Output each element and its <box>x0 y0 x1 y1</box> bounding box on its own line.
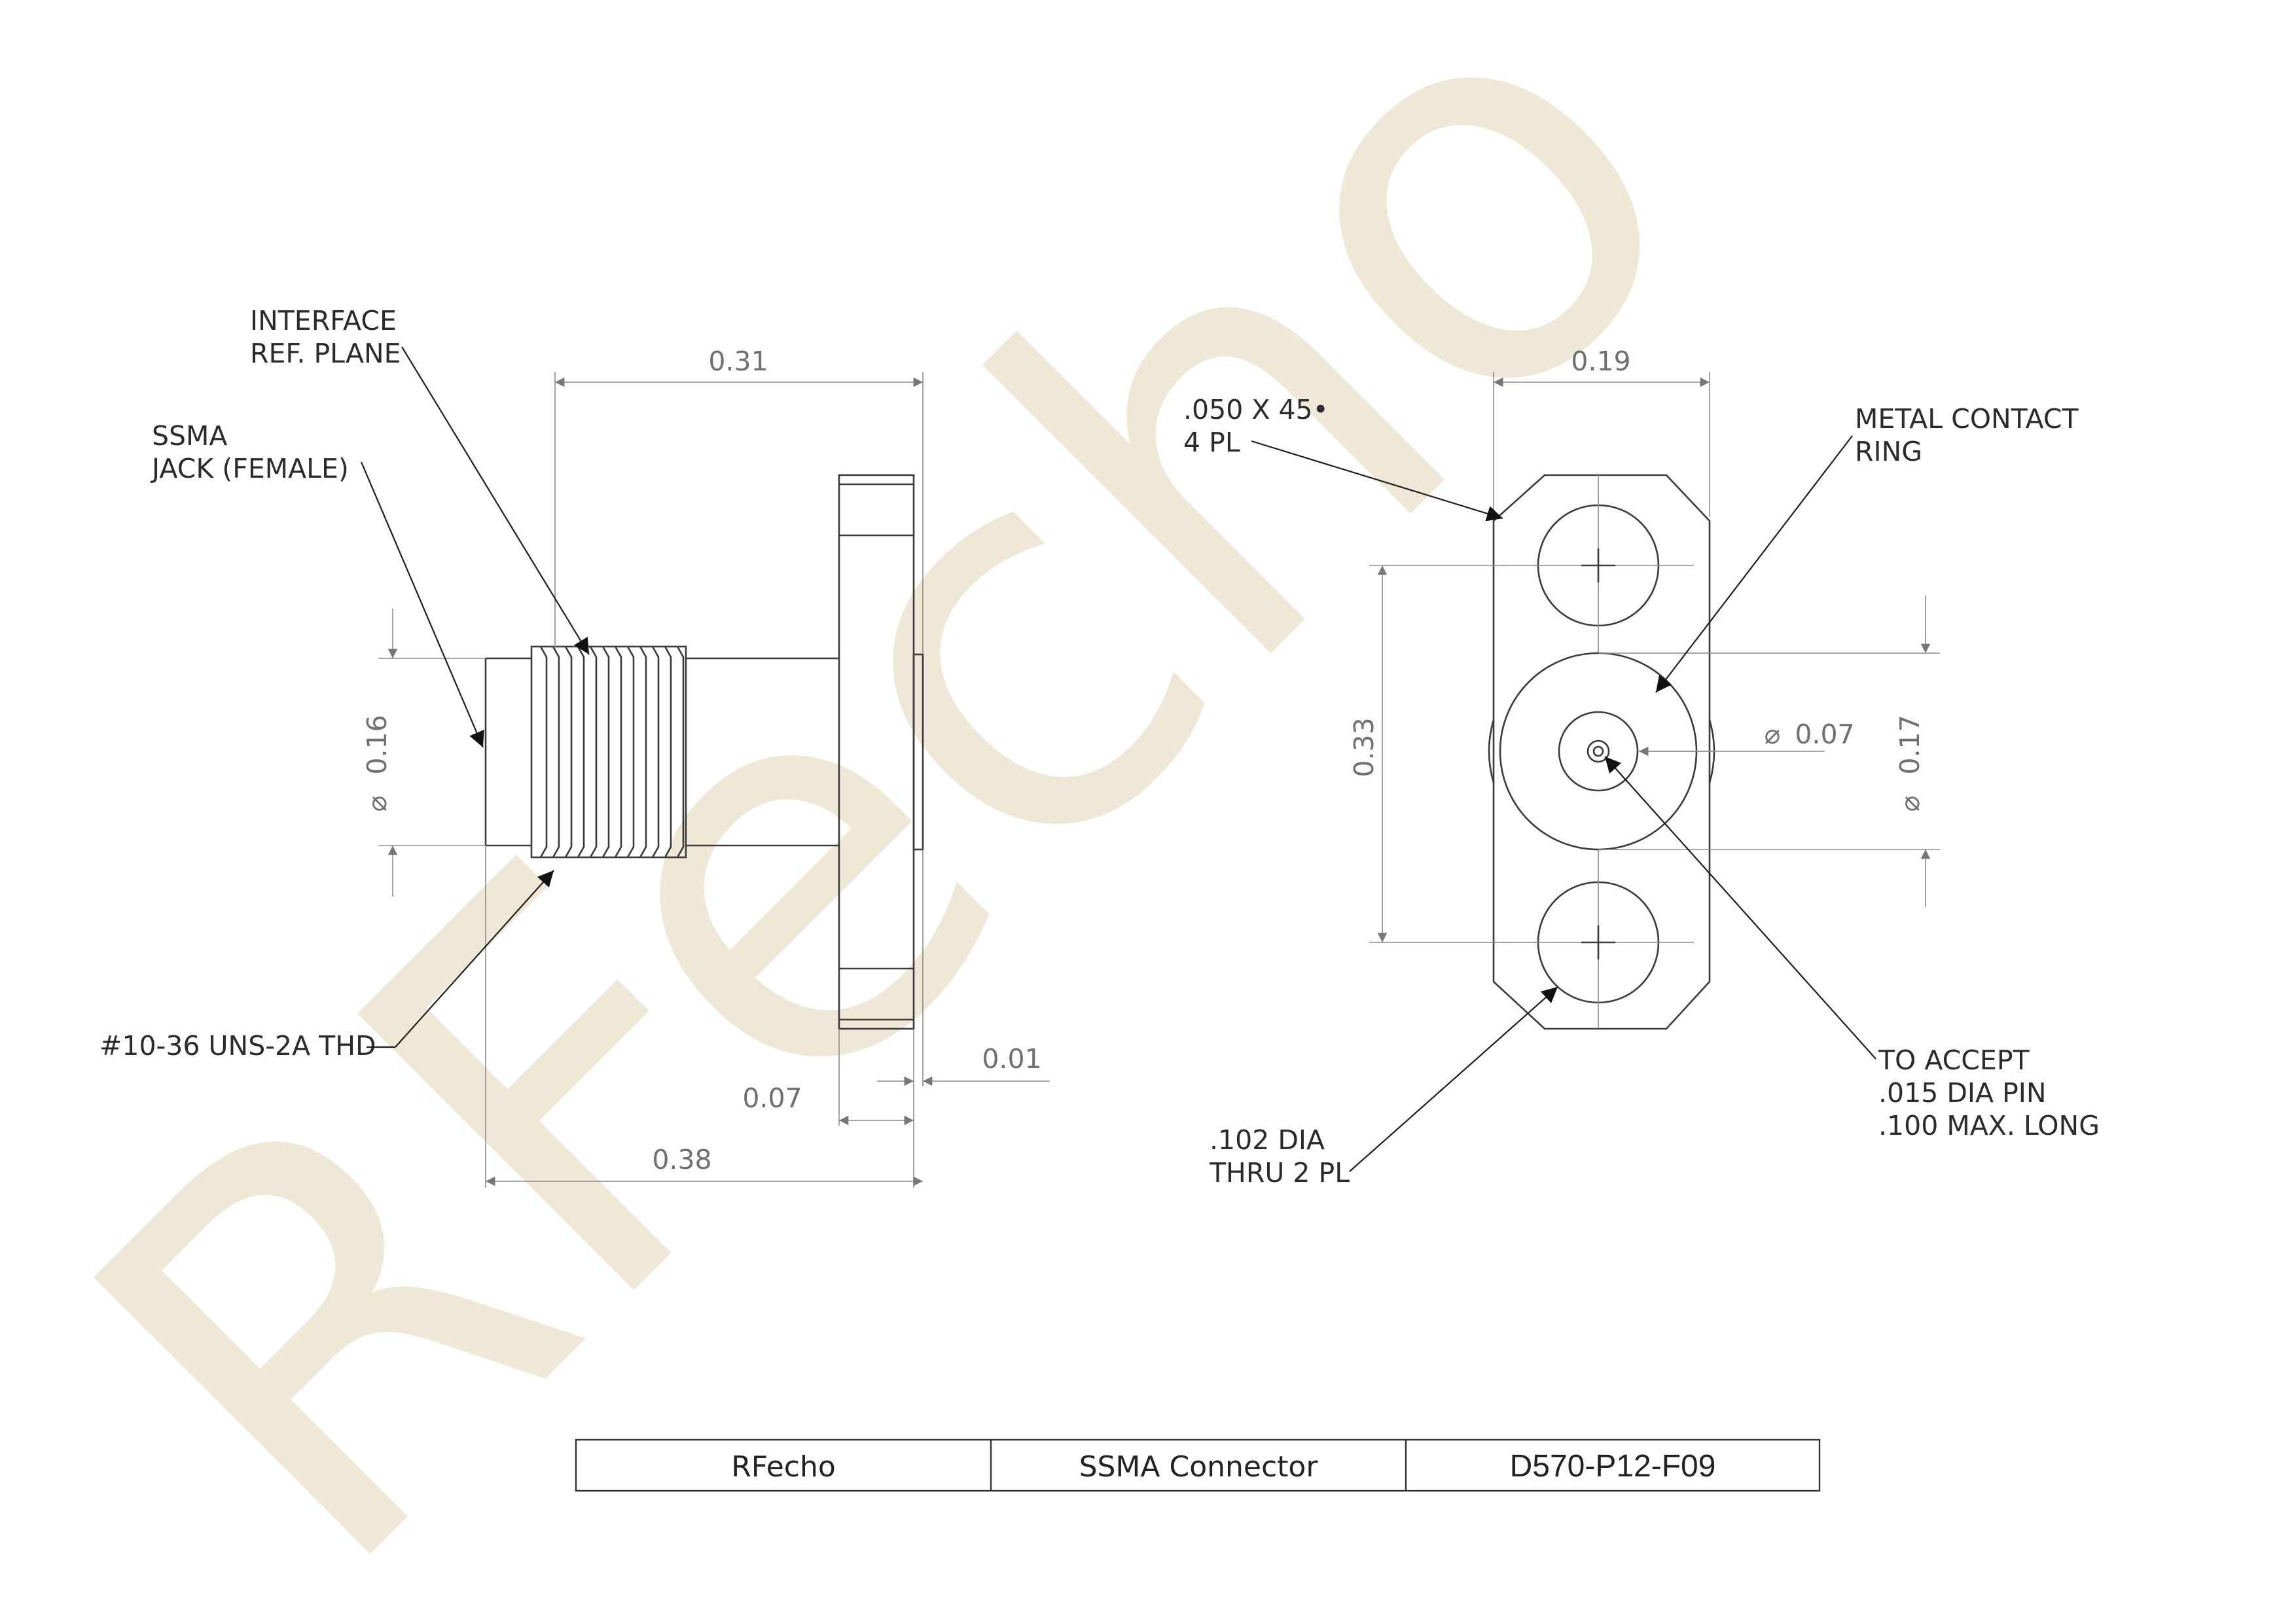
thread-crest <box>564 646 573 858</box>
thread-crest <box>664 646 672 858</box>
label-jack: SSMA JACK (FEMALE) <box>150 420 349 484</box>
title-description: SSMA Connector <box>1079 1450 1319 1484</box>
dim-ring-diameter: 0.17 <box>1894 715 1926 774</box>
label-accept-pin: TO ACCEPT .015 DIA PIN .100 MAX. LONG <box>1878 1044 2100 1141</box>
thread-crest <box>639 646 647 858</box>
thread-crest <box>552 646 560 858</box>
thread-crest <box>676 646 685 858</box>
dim-pin-diameter-symbol: ⌀ <box>1765 719 1781 750</box>
dim-ring-diameter-symbol: ⌀ <box>1894 796 1926 812</box>
thread-crest <box>601 646 610 858</box>
thread-crest <box>626 646 635 858</box>
title-company: RFecho <box>731 1450 836 1484</box>
dim-top-length: 0.31 <box>708 346 768 377</box>
end-view: 0.19 0.33 ⌀ 0.07 ⌀ 0.17 .050 X 45• 4 PL … <box>1183 346 2100 1188</box>
title-block: RFecho SSMA Connector D570-P12-F09 <box>575 1438 1821 1492</box>
label-interface: INTERFACE REF. PLANE <box>250 305 405 369</box>
thread-crest <box>651 646 660 858</box>
flange <box>838 474 924 1030</box>
dim-small-gap: 0.01 <box>982 1043 1041 1075</box>
mounting-hole-bottom <box>1503 849 1694 1029</box>
label-contact-ring: METAL CONTACT RING <box>1855 403 2087 467</box>
label-chamfer: .050 X 45• 4 PL <box>1183 394 1337 458</box>
thread-crest <box>614 646 622 858</box>
dim-flange: 0.07 <box>742 1082 802 1114</box>
dim-diameter-symbol: ⌀ <box>361 796 393 812</box>
label-holes: .102 DIA THRU 2 PL <box>1209 1124 1350 1188</box>
dim-pin-diameter: 0.07 <box>1795 719 1854 750</box>
thread-crest <box>539 646 548 858</box>
dim-hole-spacing: 0.33 <box>1348 717 1380 777</box>
dim-diameter: 0.16 <box>361 715 393 774</box>
dim-width: 0.19 <box>1571 346 1630 377</box>
thread-crest <box>589 646 598 858</box>
label-thread: #10-36 UNS-2A THD <box>99 1030 376 1061</box>
title-part-number: D570-P12-F09 <box>1510 1449 1716 1484</box>
side-view: 0.31 ⌀ 0.16 0.01 0.07 0.38 INTERFACE REF… <box>99 305 1050 1188</box>
dim-overall: 0.38 <box>652 1144 711 1175</box>
watermark: RFecho <box>0 0 1799 1623</box>
mounting-hole-top <box>1503 475 1694 654</box>
thread-body <box>530 645 687 859</box>
flange-outline <box>1492 474 1711 1030</box>
